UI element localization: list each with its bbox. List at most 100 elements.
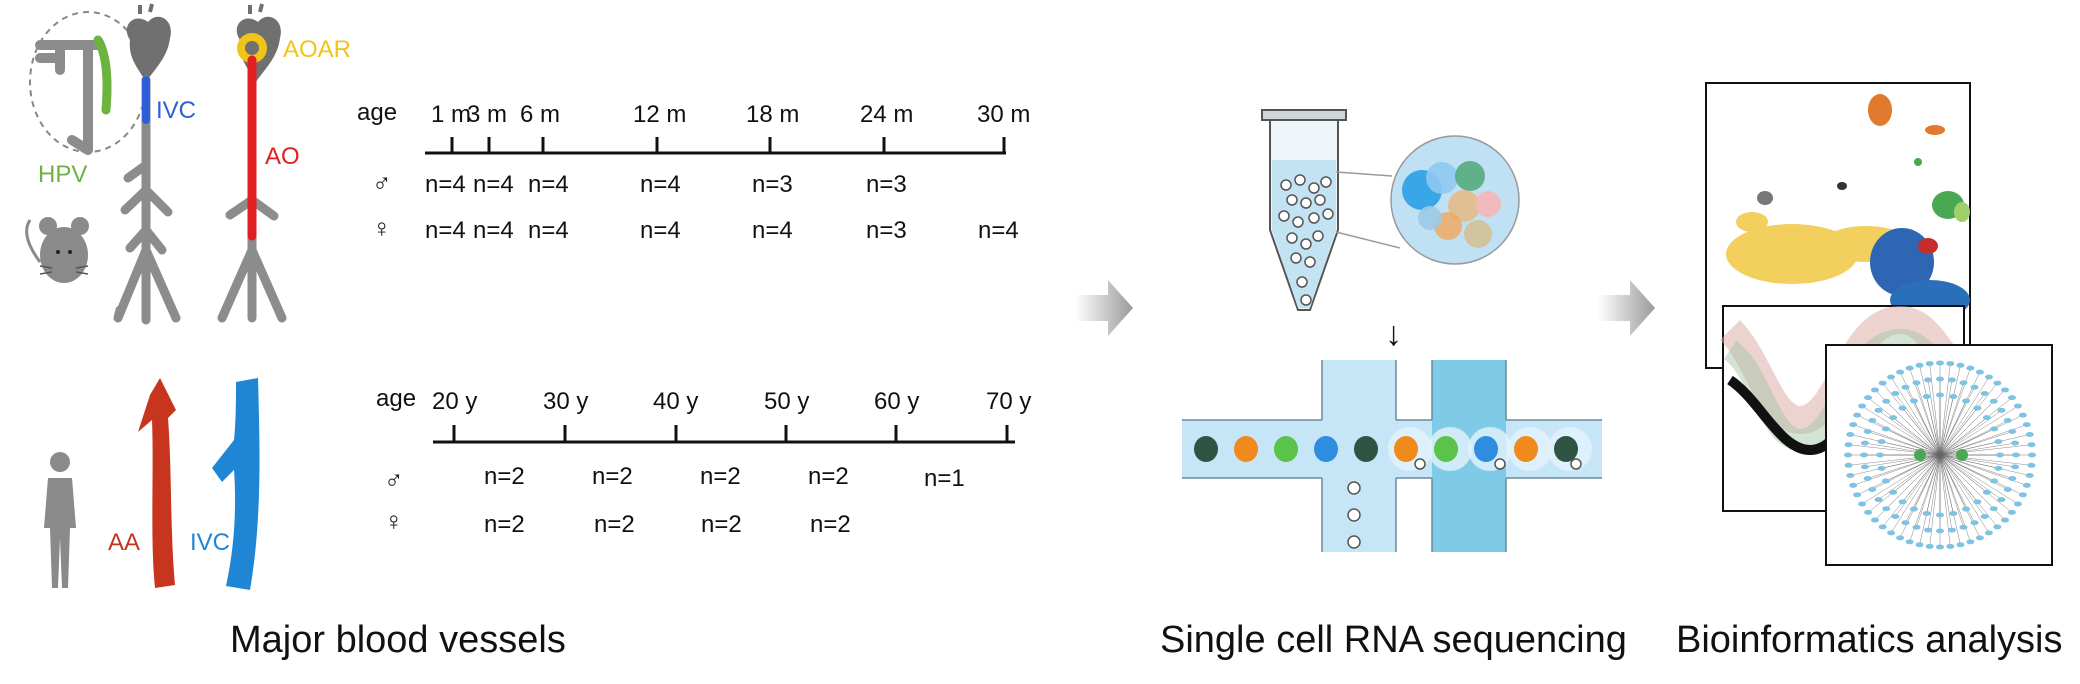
network-node bbox=[1877, 465, 1886, 471]
network-node bbox=[1994, 465, 2003, 471]
network-node bbox=[1912, 524, 1921, 530]
network-edge bbox=[1939, 454, 1954, 514]
network-edge bbox=[1885, 428, 1941, 456]
network-node bbox=[1889, 489, 1898, 495]
network-node bbox=[1936, 512, 1944, 518]
network-edge bbox=[1890, 454, 1941, 534]
network-node bbox=[1863, 429, 1872, 435]
network-edge bbox=[1939, 417, 1988, 456]
network-node bbox=[1844, 462, 1853, 468]
network-node bbox=[1858, 501, 1867, 507]
mouse-tick-label: 24 m bbox=[860, 101, 913, 128]
human-female-count: n=2 bbox=[701, 511, 742, 538]
network-node bbox=[1863, 475, 1872, 481]
mouse-tick-label: 1 m bbox=[431, 101, 471, 128]
network-node bbox=[1936, 528, 1944, 534]
tube-bead bbox=[1278, 210, 1290, 222]
male-symbol-human: ♂ bbox=[384, 465, 404, 495]
mouse-female-count: n=4 bbox=[640, 217, 681, 244]
network-edge bbox=[1939, 454, 1975, 523]
network-node bbox=[1849, 422, 1858, 428]
network-node bbox=[1966, 539, 1975, 545]
tube-bead bbox=[1300, 238, 1312, 250]
network-node bbox=[1924, 527, 1933, 533]
human-female-count: n=2 bbox=[594, 511, 635, 538]
network-node bbox=[1846, 432, 1855, 438]
network-node bbox=[2022, 482, 2031, 488]
network-edge bbox=[1939, 444, 2032, 456]
network-edge bbox=[1939, 379, 1953, 456]
ivc-tree bbox=[113, 75, 181, 325]
tube-bead bbox=[1308, 212, 1320, 224]
mouse-male-count: n=4 bbox=[528, 171, 569, 198]
mouse-vessels-illustration: HPV IVC AOAR AO bbox=[25, 3, 351, 325]
mouse-tick-label: 3 m bbox=[467, 101, 507, 128]
network-node bbox=[1846, 472, 1855, 478]
network-node bbox=[1860, 452, 1868, 458]
network-node bbox=[1984, 530, 1993, 536]
network-node bbox=[1975, 535, 1984, 541]
network-edge bbox=[1939, 454, 2016, 468]
network-edge bbox=[1939, 410, 2002, 456]
network-edge bbox=[1861, 405, 1941, 456]
heart-icon bbox=[126, 3, 171, 82]
network-node bbox=[1915, 362, 1924, 368]
network-edge bbox=[1939, 454, 1994, 509]
network-edge bbox=[1886, 454, 1941, 509]
network-node bbox=[1891, 391, 1900, 397]
network-node bbox=[1936, 392, 1944, 398]
network-node bbox=[1993, 524, 2002, 530]
network-edge bbox=[1872, 454, 1941, 490]
droplet-cell bbox=[1474, 436, 1498, 462]
ivc-human-vessel bbox=[212, 378, 260, 590]
network-node bbox=[1889, 415, 1898, 421]
mouse-tick-label: 30 m bbox=[977, 101, 1030, 128]
human-tick-label: 40 y bbox=[653, 388, 698, 415]
network-node bbox=[1959, 524, 1968, 530]
network-node bbox=[1980, 513, 1989, 519]
network-node bbox=[1973, 405, 1982, 411]
caption-vessels: Major blood vessels bbox=[230, 619, 566, 661]
network-edge bbox=[1885, 454, 1941, 482]
network-edge bbox=[1890, 376, 1941, 456]
mouse-female-count: n=4 bbox=[473, 217, 514, 244]
hpv-vessel bbox=[93, 35, 112, 115]
network-node bbox=[1905, 539, 1914, 545]
caption-scrna: Single cell RNA sequencing bbox=[1160, 619, 1627, 661]
network-edge bbox=[1905, 387, 1941, 456]
network-edge bbox=[1939, 396, 1954, 456]
network-node bbox=[1853, 412, 1862, 418]
aoar-label: AOAR bbox=[283, 36, 351, 63]
network-node bbox=[2001, 387, 2010, 393]
network-edge bbox=[1926, 454, 1941, 514]
network-node bbox=[1876, 452, 1884, 458]
down-arrow: ↓ bbox=[1385, 315, 1402, 353]
tube-bead bbox=[1292, 216, 1304, 228]
mouse-female-count: n=4 bbox=[528, 217, 569, 244]
network-node bbox=[1849, 482, 1858, 488]
network-edge bbox=[1939, 454, 1964, 528]
mouse-tick-label: 12 m bbox=[633, 101, 686, 128]
network-edge bbox=[1939, 387, 1975, 456]
human-tick-label: 20 y bbox=[432, 388, 477, 415]
network-edge bbox=[1864, 454, 1941, 468]
aa-vessel bbox=[138, 378, 176, 588]
network-node bbox=[1970, 520, 1979, 526]
network-node bbox=[1887, 530, 1896, 536]
network-edge bbox=[1892, 454, 1941, 493]
tube-bead bbox=[1300, 197, 1312, 209]
network-node bbox=[1947, 527, 1956, 533]
network-node bbox=[2008, 429, 2017, 435]
network-node bbox=[1864, 509, 1873, 515]
network-edge bbox=[1939, 454, 1995, 482]
mouse-male-count: n=4 bbox=[640, 171, 681, 198]
droplet-cell bbox=[1194, 436, 1218, 462]
network-edge bbox=[1864, 442, 1941, 456]
network-edge bbox=[1886, 401, 1941, 456]
network-edge bbox=[1939, 428, 1995, 456]
network-edge bbox=[1939, 454, 2019, 505]
network-node bbox=[1946, 361, 1955, 367]
tube-bead bbox=[1296, 276, 1308, 288]
